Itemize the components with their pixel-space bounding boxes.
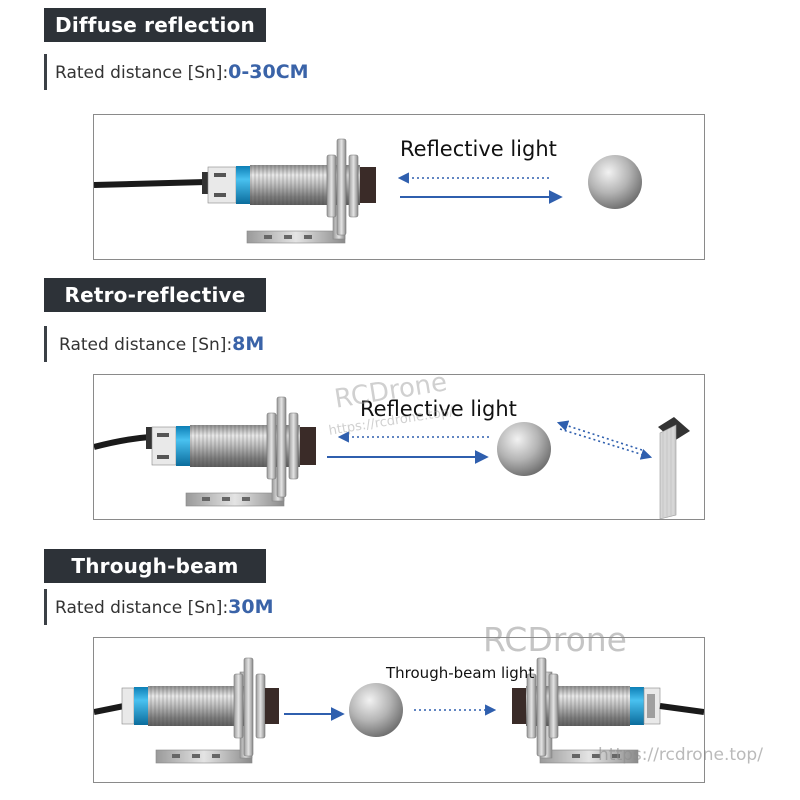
sensor-cable-gland: [202, 172, 212, 194]
rated-distance-label: Rated distance [Sn]:: [59, 335, 233, 355]
reflector-plate: [658, 417, 690, 519]
rated-distance-label: Rated distance [Sn]:: [55, 598, 229, 618]
sensor-cable-gland: [146, 427, 156, 449]
diffuse-illustration: [94, 138, 642, 244]
section-title: Diffuse reflection: [44, 8, 266, 42]
target-object: [497, 422, 551, 476]
rated-distance: Rated distance [Sn]:8M: [44, 326, 264, 362]
through-beam-illustration: [94, 657, 704, 764]
emitter-cable: [94, 703, 125, 715]
rated-distance-value: 30M: [228, 596, 274, 618]
rated-distance-label: Rated distance [Sn]:: [55, 63, 229, 83]
sensor-cable: [94, 434, 151, 450]
rated-distance-value: 0-30CM: [228, 61, 309, 83]
target-object: [588, 155, 642, 209]
receiver-body: [512, 657, 661, 757]
rated-distance: Rated distance [Sn]:30M: [44, 589, 274, 625]
diagram-through-beam: Through-beam light: [93, 637, 705, 783]
diagram-diffuse: Reflective light: [93, 114, 705, 260]
rated-distance-value: 8M: [232, 333, 265, 355]
target-object: [349, 683, 403, 737]
section-title: Retro-reflective: [44, 278, 266, 312]
light-label: Through-beam light: [386, 664, 535, 682]
diagram-retro: Reflective light: [93, 374, 705, 520]
reflector-incoming-arrow: [556, 420, 643, 451]
light-label: Reflective light: [360, 397, 517, 421]
sensor-body: [151, 396, 316, 498]
sensor-cable: [94, 179, 207, 188]
sensor-body: [207, 138, 376, 236]
emitter-body: [121, 657, 279, 757]
light-label: Reflective light: [400, 137, 557, 161]
section-title: Through-beam: [44, 549, 266, 583]
reflector-outgoing-arrow: [559, 428, 653, 460]
retro-illustration: [94, 396, 690, 519]
rated-distance: Rated distance [Sn]:0-30CM: [44, 54, 309, 90]
receiver-cable: [659, 703, 704, 715]
